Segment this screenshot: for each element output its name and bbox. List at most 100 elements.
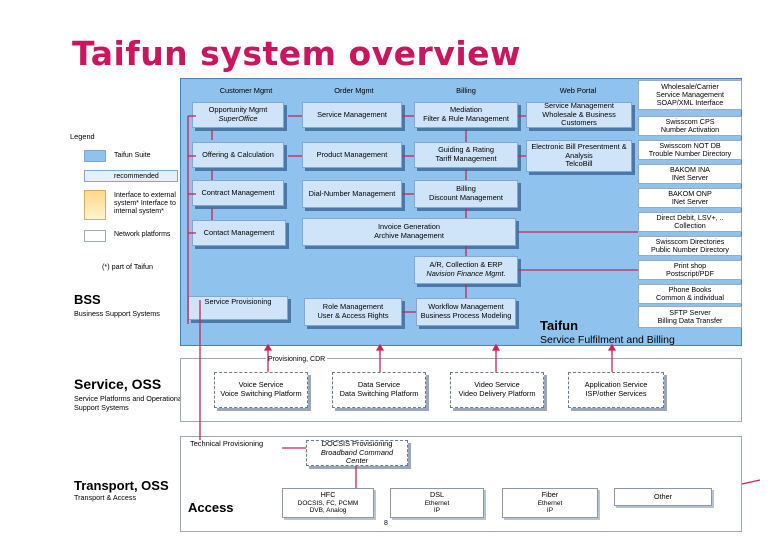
billing-discount-box[interactable]: Billing Discount Management — [414, 180, 518, 208]
guiding-label: Guiding & Rating — [438, 145, 494, 155]
right-box-ina-l2: INet Server — [671, 173, 709, 182]
app-label: Application Service — [584, 380, 648, 390]
right-box-onp-l1: BAKOM ONP — [668, 188, 712, 198]
section-transport: Transport, OSS — [74, 478, 169, 493]
other-box[interactable]: Other — [614, 488, 712, 506]
contract-label: Contract Management — [201, 187, 275, 197]
right-box-dir-l1: Swisscom Directories — [655, 236, 725, 246]
page-title: Taifun system overview — [72, 34, 522, 73]
service-provisioning-box[interactable]: Service Provisioning — [188, 296, 288, 320]
mediation-label: Mediation — [449, 105, 483, 115]
right-box-swisscom-directories[interactable]: Swisscom Directories Public Number Direc… — [638, 236, 742, 256]
application-service-box[interactable]: Application Service ISP/other Services — [568, 372, 664, 408]
workflow-sub: Business Process Modeling — [420, 311, 512, 320]
workflow-management-box[interactable]: Workflow Management Business Process Mod… — [416, 298, 516, 326]
role-sub: User & Access Rights — [317, 311, 389, 320]
right-box-notdb-l1: Swisscom NOT DB — [659, 140, 721, 150]
header-web-portal: Web Portal — [559, 86, 597, 95]
invoice-label: Invoice Generation — [377, 222, 441, 232]
right-box-debit-l2: Collection — [674, 221, 706, 230]
section-oss-sub: Service Platforms and Operational Suppor… — [74, 394, 184, 412]
portal-service-mgmt-box[interactable]: Service Management Wholesale & Business … — [526, 100, 632, 128]
invoice-sub: Archive Management — [374, 231, 444, 240]
mediation-sub: Filter & Rule Management — [423, 114, 509, 123]
role-label: Role Management — [322, 302, 384, 312]
dsl-sub2: IP — [433, 507, 441, 515]
right-box-print-l2: Postscript/PDF — [666, 269, 714, 278]
hfc-sub1: DOCSIS, FC, PCMM — [297, 499, 359, 507]
right-box-bakom-onp[interactable]: BAKOM ONP INet Server — [638, 188, 742, 208]
right-box-swisscom-notdb[interactable]: Swisscom NOT DB Trouble Number Directory — [638, 140, 742, 160]
arrow-app-up — [607, 343, 617, 351]
right-box-onp-l2: INet Server — [671, 197, 709, 206]
right-box-print-l1: Print shop — [673, 260, 707, 270]
legend-suite: Taifun Suite — [114, 152, 151, 159]
fiber-sub1: Ethernet — [537, 499, 563, 507]
legend-swatch-suite — [84, 150, 106, 162]
right-box-cps-l1: Swisscom CPS — [665, 116, 715, 126]
ar-label: A/R, Collection & ERP — [429, 260, 503, 270]
legend-swatch-interface — [84, 190, 106, 220]
dial-number-box[interactable]: Dial-Number Management — [302, 180, 402, 208]
header-customer-mgmt: Customer Mgmt — [219, 86, 273, 95]
dsl-box[interactable]: DSL Ethernet IP — [390, 488, 484, 518]
docsis-sub: Broadband Command Center — [320, 447, 394, 466]
right-box-sftp-l2: Billing Data Transfer — [657, 316, 723, 325]
portal-service-mgmt-label: Service Management Wholesale & Business … — [542, 100, 616, 128]
right-box-sftp-l1: SFTP Server — [669, 307, 711, 317]
fiber-box[interactable]: Fiber Ethernet IP — [502, 488, 598, 518]
right-box-notdb-l2: Trouble Number Directory — [648, 149, 732, 158]
data-service-box[interactable]: Data Service Data Switching Platform — [332, 372, 426, 408]
legend-footnote: (*) part of Taifun — [102, 262, 154, 271]
right-box-phone-l2: Common & individual — [656, 293, 724, 302]
docsis-provisioning-box[interactable]: DOCSIS Provisioning Broadband Command Ce… — [306, 439, 408, 466]
service-management-label: Service Management — [317, 109, 387, 119]
video-service-box[interactable]: Video Service Video Delivery Platform — [450, 372, 544, 408]
right-box-wholesale[interactable]: Wholesale/Carrier Service Management SOA… — [638, 80, 742, 110]
section-transport-sub: Transport & Access — [74, 493, 137, 502]
hfc-label: HFC — [320, 489, 336, 499]
taifun-tagline: Service Fulfilment and Billing — [540, 334, 675, 346]
arrow-voice-up — [263, 343, 273, 351]
contact-management-box[interactable]: Contact Management — [192, 220, 286, 246]
right-box-ina-l1: BAKOM INA — [670, 164, 710, 174]
product-management-box[interactable]: Product Management — [302, 142, 402, 168]
taifun-brand: Taifun — [540, 318, 579, 333]
right-box-phone-books[interactable]: Phone Books Common & individual — [638, 284, 742, 304]
right-box-sftp[interactable]: SFTP Server Billing Data Transfer — [638, 306, 742, 328]
provisioning-cdr-label: Provisioning, CDR — [266, 356, 328, 363]
video-label: Video Service — [474, 380, 520, 390]
guiding-rating-box[interactable]: Guiding & Rating Tariff Management — [414, 142, 518, 168]
service-management-box[interactable]: Service Management — [302, 102, 402, 128]
voice-service-box[interactable]: Voice Service Voice Switching Platform — [214, 372, 308, 408]
right-box-direct-debit[interactable]: Direct Debit, LSV+, .. Collection — [638, 212, 742, 232]
ar-collection-box[interactable]: A/R, Collection & ERP Navision Finance M… — [414, 256, 518, 284]
right-box-print-shop[interactable]: Print shop Postscript/PDF — [638, 260, 742, 280]
right-box-wholesale-l3: SOAP/XML Interface — [656, 98, 724, 108]
dsl-label: DSL — [430, 489, 444, 499]
right-box-wholesale-l1: Wholesale/Carrier — [661, 81, 719, 91]
fiber-sub2: IP — [546, 507, 554, 515]
legend-recommended: recommended — [114, 173, 159, 180]
hfc-box[interactable]: HFC DOCSIS, FC, PCMM DVB, Analog — [282, 488, 374, 518]
offering-calculation-box[interactable]: Offering & Calculation — [192, 142, 284, 168]
data-sub: Data Switching Platform — [339, 389, 419, 398]
section-bss-sub: Business Support Systems — [74, 309, 160, 318]
contract-management-box[interactable]: Contract Management — [192, 180, 284, 206]
data-label: Data Service — [357, 380, 401, 390]
fiber-label: Fiber — [541, 489, 559, 499]
arrow-video-up — [491, 343, 501, 351]
header-billing: Billing — [456, 86, 476, 95]
invoice-generation-box[interactable]: Invoice Generation Archive Management — [302, 218, 516, 246]
opportunity-mgmt-box[interactable]: Opportunity Mgmt SuperOffice — [192, 102, 284, 128]
right-box-swisscom-cps[interactable]: Swisscom CPS Number Activation — [638, 116, 742, 136]
other-label: Other — [654, 491, 672, 501]
right-box-cps-l2: Number Activation — [660, 125, 720, 134]
technical-provisioning-label: Technical Provisioning — [190, 439, 264, 448]
video-sub: Video Delivery Platform — [458, 389, 536, 398]
role-management-box[interactable]: Role Management User & Access Rights — [304, 298, 402, 326]
mediation-box[interactable]: Mediation Filter & Rule Management — [414, 102, 518, 128]
ebill-box[interactable]: Electronic Bill Presentment & Analysis T… — [526, 140, 632, 172]
service-provisioning-label: Service Provisioning — [204, 297, 272, 306]
right-box-bakom-ina[interactable]: BAKOM INA INet Server — [638, 164, 742, 184]
